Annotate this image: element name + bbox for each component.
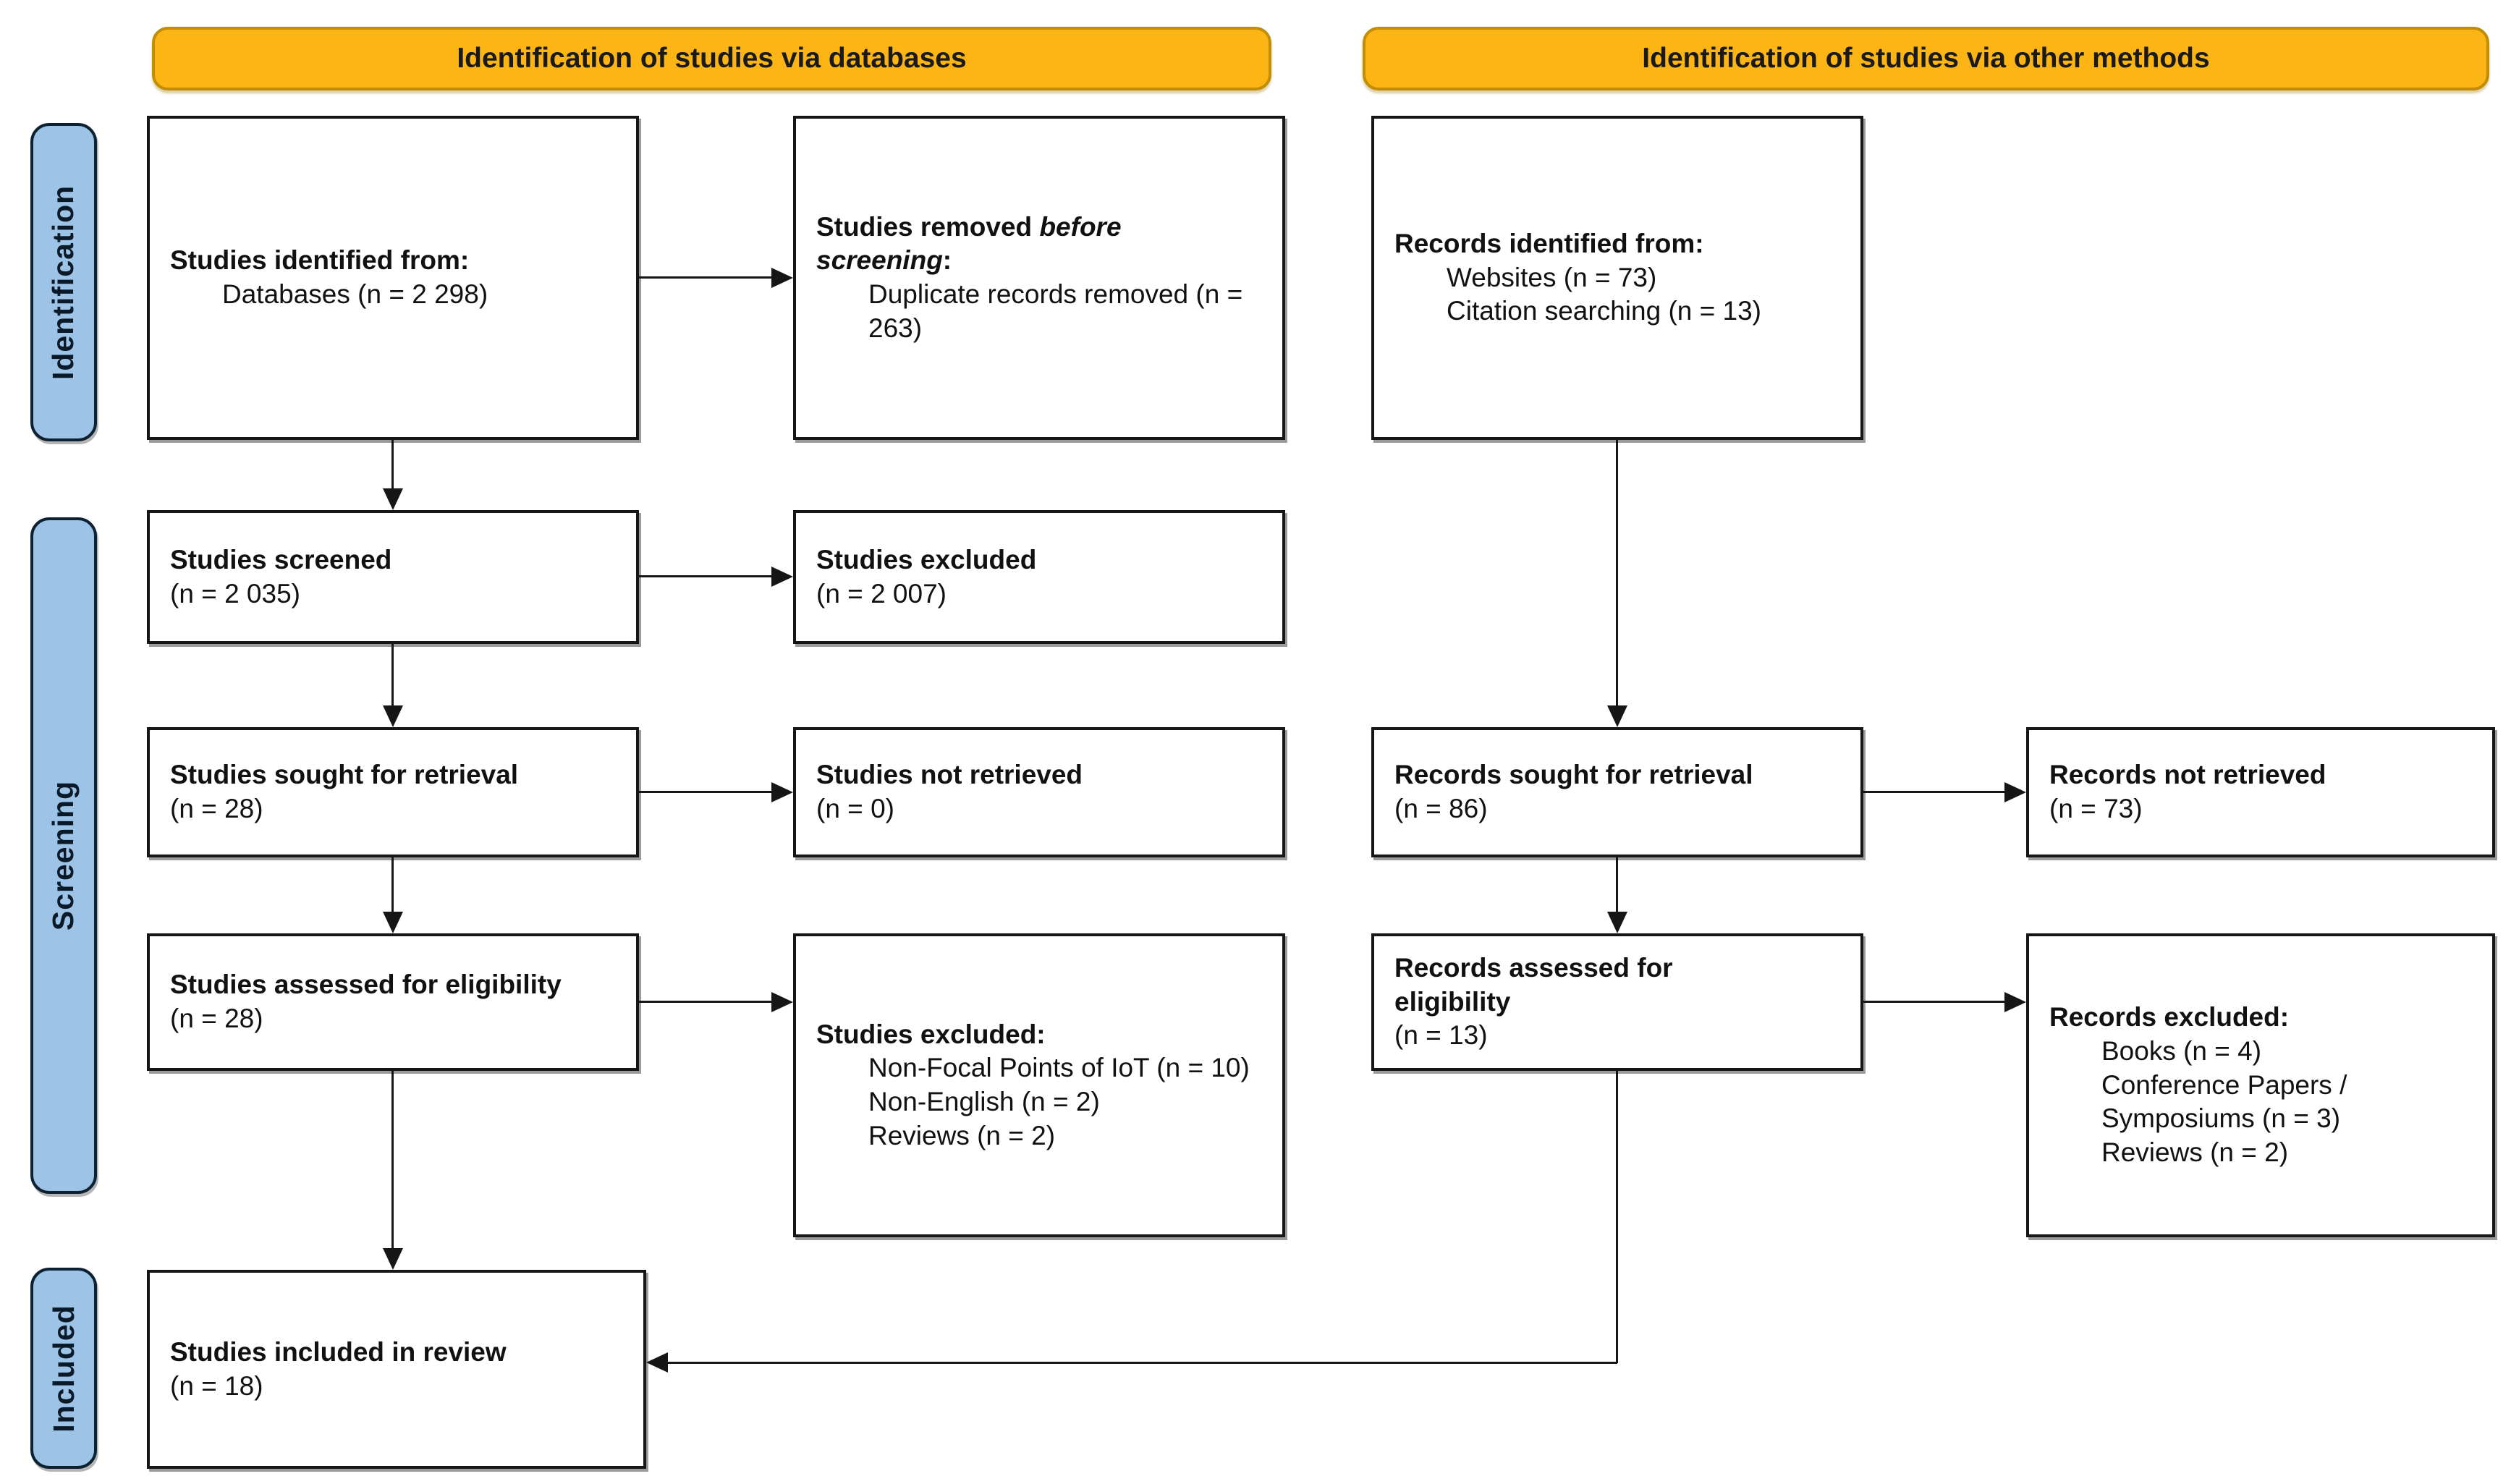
arrowhead-records-to-included <box>646 1352 668 1373</box>
arrowhead-records-identified-to-sought <box>1607 705 1627 727</box>
box-item: Duplicate records removed (n = 263) <box>868 279 1243 343</box>
banner-label: Identification of studies via databases <box>457 43 967 74</box>
box-records-not-retrieved: Records not retrieved (n = 73) <box>2026 727 2495 857</box>
arrowhead-records-sought-to-assessed <box>1607 912 1627 933</box>
box-title: Studies removed before screening: <box>816 211 1262 278</box>
box-title: Studies included in review <box>170 1336 507 1367</box>
box-title: Records identified from: <box>1394 229 1704 259</box>
box-item: Conference Papers / Symposiums (n = 3) <box>2101 1069 2347 1134</box>
box-title: Studies sought for retrieval <box>170 760 519 790</box>
arrowhead-identified-to-screened <box>383 488 403 510</box>
box-records-assessed: Records assessed for eligibility (n = 13… <box>1371 933 1863 1071</box>
box-title: Studies not retrieved <box>816 760 1083 790</box>
box-item: Databases (n = 2 298) <box>222 279 488 309</box>
box-studies-screened: Studies screened (n = 2 035) <box>147 510 639 644</box>
box-item: Websites (n = 73) <box>1447 262 1657 292</box>
arrow-line-screened-to-sought <box>391 644 394 708</box>
box-records-excluded-reasons: Records excluded: Books (n = 4) Conferen… <box>2026 933 2495 1237</box>
box-count: (n = 2 007) <box>816 578 947 609</box>
box-count: (n = 73) <box>2049 794 2143 823</box>
title-emphasis: before screening <box>816 211 1122 276</box>
stage-label: Identification <box>46 185 80 380</box>
stage-identification: Identification <box>30 123 97 441</box>
box-title: Studies assessed for eligibility <box>170 970 562 1000</box>
title-text: Studies removed <box>816 211 1040 242</box>
box-count: (n = 2 035) <box>170 578 300 609</box>
box-studies-sought: Studies sought for retrieval (n = 28) <box>147 727 639 857</box>
arrowhead-sought-to-assessed <box>383 912 403 933</box>
arrowhead-assessed-to-included <box>383 1248 403 1270</box>
box-title: Studies screened <box>170 544 392 574</box>
box-item: Reviews (n = 2) <box>2101 1137 2289 1167</box>
box-title: Records not retrieved <box>2049 760 2326 790</box>
box-title: Studies excluded: <box>816 1019 1046 1049</box>
arrow-line-assessed-to-excluded-reasons <box>639 1001 773 1003</box>
box-item: Non-Focal Points of IoT (n = 10) <box>868 1053 1250 1083</box>
box-title: Records sought for retrieval <box>1394 760 1753 790</box>
banner-identification-via-other-methods: Identification of studies via other meth… <box>1363 27 2489 90</box>
arrowhead-records-sought-to-not-retrieved <box>2004 782 2026 802</box>
title-text: : <box>942 245 952 276</box>
arrow-line-records-identified-to-sought <box>1616 440 1618 708</box>
box-studies-not-retrieved: Studies not retrieved (n = 0) <box>793 727 1285 857</box>
arrow-line-records-assessed-to-excluded-reasons <box>1863 1001 2006 1003</box>
arrow-line-records-sought-to-assessed <box>1616 857 1618 914</box>
box-title: Studies identified from: <box>170 245 470 276</box>
arrowhead-screened-to-sought <box>383 705 403 727</box>
box-item: Books (n = 4) <box>2101 1036 2262 1067</box>
box-count: (n = 28) <box>170 794 263 823</box>
box-studies-included: Studies included in review (n = 18) <box>147 1270 646 1469</box>
arrowhead-assessed-to-excluded-reasons <box>771 992 793 1012</box>
arrowhead-sought-to-not-retrieved <box>771 782 793 802</box>
box-count: (n = 28) <box>170 1004 263 1033</box>
arrowhead-screened-to-excluded <box>771 567 793 587</box>
arrow-line-screened-to-excluded <box>639 575 773 577</box>
arrowhead-records-assessed-to-excluded-reasons <box>2004 992 2026 1012</box>
box-title: Records assessed for eligibility <box>1394 953 1673 1017</box>
box-item: Non-English (n = 2) <box>868 1087 1100 1116</box>
arrow-line-records-to-included <box>666 1362 1617 1364</box>
banner-label: Identification of studies via other meth… <box>1642 43 2210 74</box>
stage-label: Included <box>46 1304 80 1433</box>
arrow-line-assessed-to-included <box>391 1071 394 1250</box>
arrow-line-records-assessed-down <box>1616 1071 1618 1363</box>
box-count: (n = 13) <box>1394 1020 1488 1051</box>
arrowhead-identified-to-removed <box>771 268 793 288</box>
box-records-identified: Records identified from: Websites (n = 7… <box>1371 116 1863 440</box>
box-title: Studies excluded <box>816 544 1037 574</box>
box-count: (n = 0) <box>816 794 894 823</box>
arrow-line-identified-to-removed <box>639 276 773 279</box>
arrow-line-sought-to-assessed <box>391 857 394 914</box>
box-studies-excluded: Studies excluded (n = 2 007) <box>793 510 1285 644</box>
box-item: Citation searching (n = 13) <box>1447 296 1761 326</box>
stage-label: Screening <box>46 780 80 931</box>
stage-screening: Screening <box>30 517 97 1194</box>
stage-included: Included <box>30 1268 97 1469</box>
box-item: Reviews (n = 2) <box>868 1120 1056 1150</box>
arrow-line-records-sought-to-not-retrieved <box>1863 791 2006 793</box>
box-count: (n = 86) <box>1394 794 1488 823</box>
banner-identification-via-databases: Identification of studies via databases <box>152 27 1271 90</box>
arrow-line-identified-to-screened <box>391 440 394 491</box>
box-studies-removed-before-screening: Studies removed before screening: Duplic… <box>793 116 1285 440</box>
box-records-sought: Records sought for retrieval (n = 86) <box>1371 727 1863 857</box>
box-studies-identified: Studies identified from: Databases (n = … <box>147 116 639 440</box>
box-title: Records excluded: <box>2049 1002 2290 1033</box>
box-count: (n = 18) <box>170 1370 263 1401</box>
arrow-line-sought-to-not-retrieved <box>639 791 773 793</box>
box-studies-excluded-reasons: Studies excluded: Non-Focal Points of Io… <box>793 933 1285 1237</box>
box-studies-assessed: Studies assessed for eligibility (n = 28… <box>147 933 639 1071</box>
